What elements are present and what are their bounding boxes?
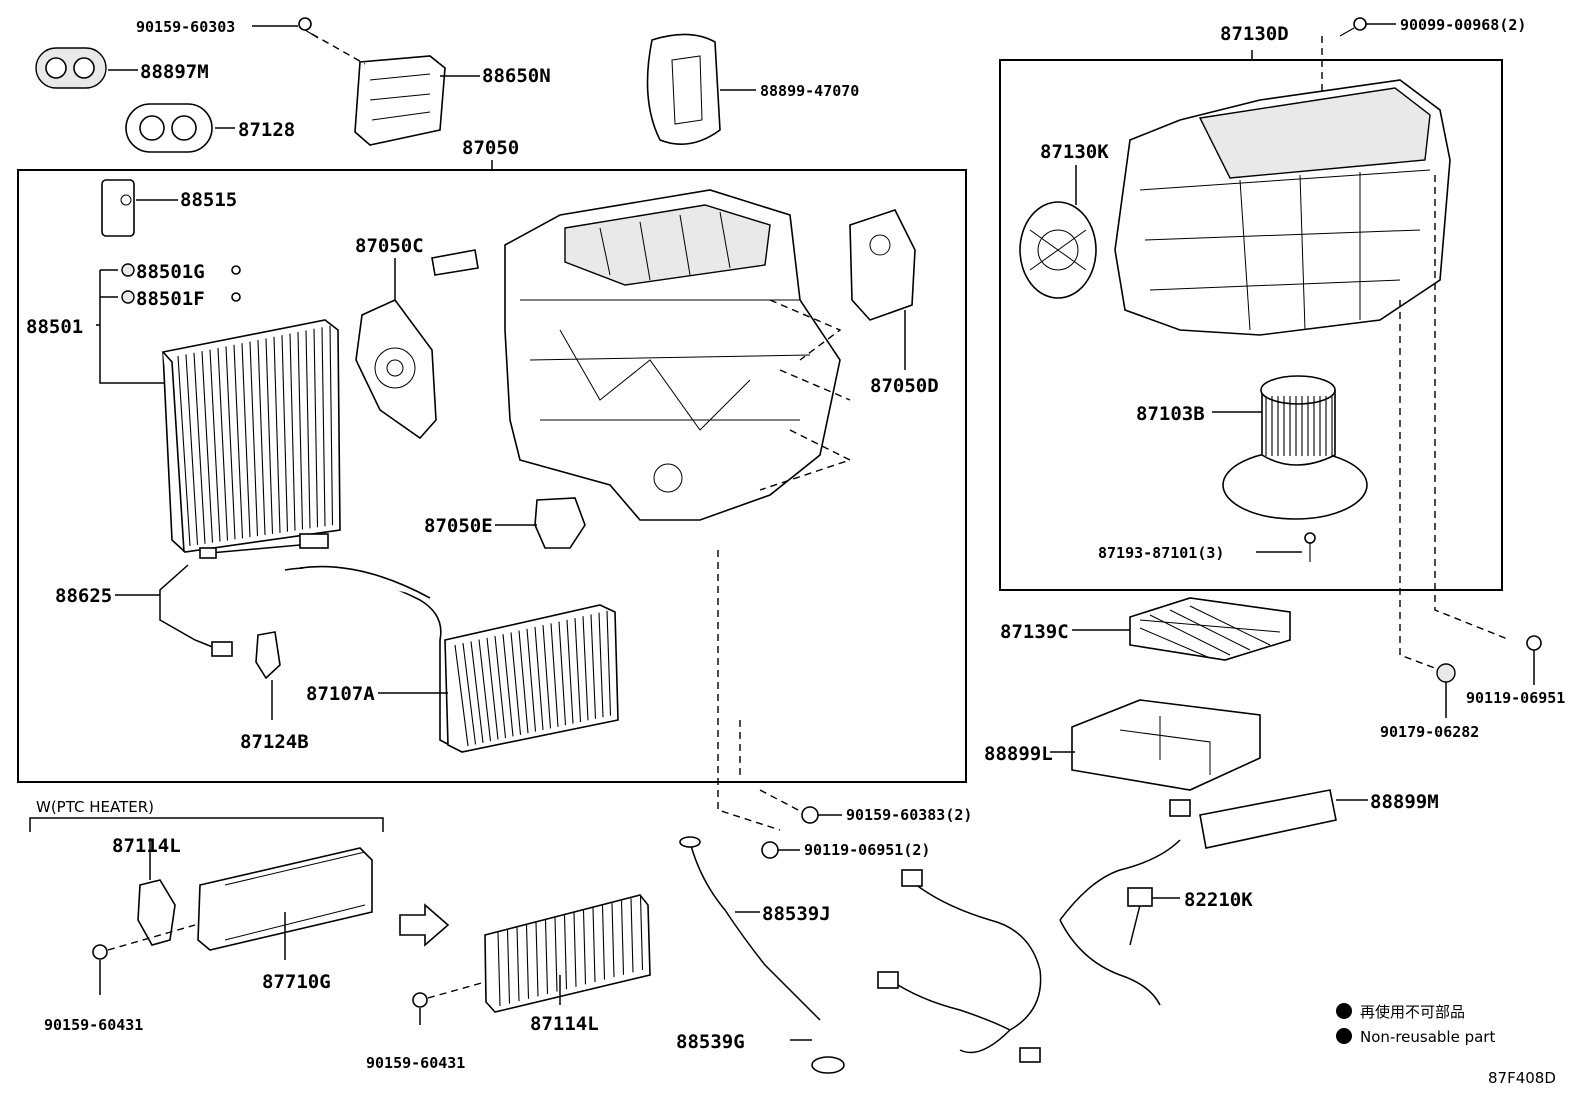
grommet-87128 [125, 103, 213, 153]
dash-line-to-screws [1399, 175, 1542, 683]
label-88897m: 88897M [140, 61, 209, 83]
label-87139c: 87139C [1000, 621, 1069, 643]
label-90179-06282: 90179-06282 [1380, 723, 1479, 741]
filter-frame-88899l [1071, 699, 1261, 791]
label-88899-47070: 88899-47070 [760, 82, 859, 100]
air-filter-87139c [1129, 597, 1291, 661]
label-87114l-core: 87114L [530, 1013, 599, 1035]
screw-87193-87101 [1304, 532, 1316, 562]
label-90159-60303: 90159-60303 [136, 18, 235, 36]
label-88899m: 88899M [1370, 791, 1439, 813]
o-rings-88501 [121, 263, 241, 304]
bolt-90119-06951-2 [761, 841, 779, 859]
bolt-90099-00968 [1339, 17, 1367, 37]
diagram-code: 87F408D [1488, 1069, 1556, 1087]
ptc-bracket-87114l [137, 879, 176, 946]
scroll-cover-87130k [1019, 201, 1097, 299]
drain-hose-88539j [679, 836, 821, 1021]
thermistor-88625 [159, 533, 329, 657]
label-87710g: 87710G [262, 971, 331, 993]
expansion-valve-88515 [101, 179, 135, 237]
hvac-case-87050 [431, 189, 852, 521]
legend-dot-icon [1336, 1003, 1352, 1019]
servo-motor-87050d [849, 209, 916, 321]
label-87114l-bracket: 87114L [112, 835, 181, 857]
label-87124b: 87124B [240, 731, 309, 753]
label-87050c: 87050C [355, 235, 424, 257]
arrow-icon [399, 903, 450, 947]
screw-90159-60431-left [92, 924, 196, 960]
label-87050d: 87050D [870, 375, 939, 397]
label-88899l: 88899L [984, 743, 1053, 765]
label-87103b: 87103B [1136, 403, 1205, 425]
label-87050e: 87050E [424, 515, 493, 537]
legend-dot-icon [1336, 1028, 1352, 1044]
ptc-heater-bracket [29, 817, 384, 832]
ptc-group-title: W(PTC HEATER) [36, 798, 154, 816]
amplifier-88650n [354, 55, 446, 146]
label-88515: 88515 [180, 189, 237, 211]
blower-motor-87103b [1222, 375, 1368, 520]
grommet-88897m [35, 47, 107, 89]
label-87128: 87128 [238, 119, 295, 141]
label-88501: 88501 [26, 316, 83, 338]
ptc-heater-87710g [197, 847, 373, 951]
label-88539j: 88539J [762, 903, 831, 925]
heater-core-87107a [284, 565, 619, 753]
ptc-heater-core-87114l [484, 894, 651, 1013]
label-82210k: 82210K [1184, 889, 1253, 911]
legend-jp: 再使用不可部品 [1360, 1003, 1465, 1021]
label-90159-60431-mid: 90159-60431 [366, 1054, 465, 1072]
leader-lines [99, 23, 1535, 1041]
sensor-87050e [534, 497, 586, 549]
label-88539g: 88539G [676, 1031, 745, 1053]
blower-damper-87050c [355, 299, 437, 440]
wire-harness-82210k [877, 799, 1191, 1063]
label-87130d: 87130D [1220, 23, 1289, 45]
clamp-87124b [255, 631, 281, 680]
pad-88899-47070 [646, 33, 721, 146]
evaporator-88501 [162, 319, 341, 553]
label-90099-00968: 90099-00968(2) [1400, 16, 1526, 34]
screw-90159-60431-mid [412, 981, 486, 1008]
label-87193-87101: 87193-87101(3) [1098, 544, 1224, 562]
label-90119-06951: 90119-06951 [1466, 689, 1565, 707]
legend-en: Non-reusable part [1360, 1028, 1495, 1046]
unit-87130d-frame [999, 59, 1503, 591]
label-87107a: 87107A [306, 683, 375, 705]
blower-case-87130d [1114, 79, 1451, 336]
label-87130k: 87130K [1040, 141, 1109, 163]
label-88625: 88625 [55, 585, 112, 607]
bolt-90159-60383 [801, 806, 819, 824]
label-88650n: 88650N [482, 65, 551, 87]
label-88501g: 88501G [136, 261, 205, 283]
label-87050: 87050 [462, 137, 519, 159]
bolt-90159-60303 [298, 17, 319, 39]
label-88501f: 88501F [136, 288, 205, 310]
label-90159-60431-left: 90159-60431 [44, 1016, 143, 1034]
ptc-element-88899m [1199, 789, 1337, 849]
label-90159-60383: 90159-60383(2) [846, 806, 972, 824]
drain-cap-88539g [811, 1056, 845, 1074]
label-90119-06951-2: 90119-06951(2) [804, 841, 930, 859]
